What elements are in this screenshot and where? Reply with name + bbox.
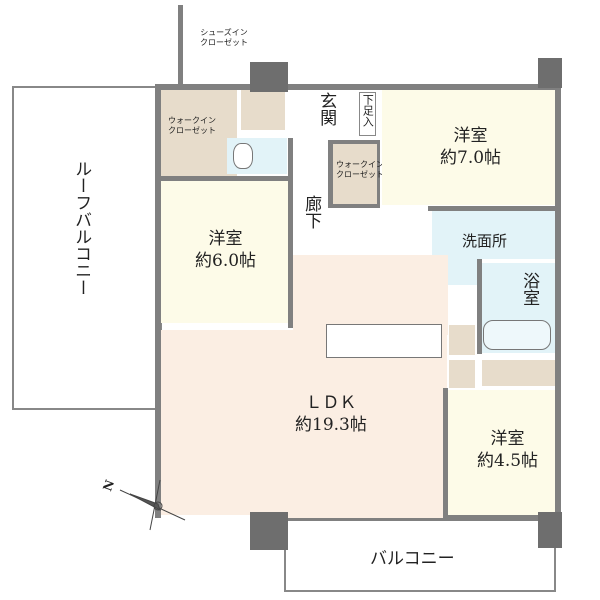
washroom — [432, 211, 555, 259]
entrance-label: 玄関 — [316, 92, 337, 126]
entrance — [290, 92, 355, 136]
closet-4-5 — [482, 360, 555, 386]
western-room-7 — [382, 90, 555, 205]
wic-left-label: ウォークインクローゼット — [168, 116, 216, 136]
western-room-6 — [161, 181, 288, 323]
shoe-closet-label: シューズインクローゼット — [200, 28, 248, 48]
compass-icon — [119, 479, 186, 531]
roof-balcony — [12, 86, 162, 410]
wic-center-label: ウォークインクローゼット — [336, 160, 384, 180]
shoe-in-closet — [241, 90, 285, 130]
western-room-7-label: 洋室約7.0帖 — [440, 126, 502, 169]
roof-balcony-label: ルーフバルコニー — [71, 160, 92, 296]
washroom-label: 洗面所 — [462, 232, 508, 250]
shoe-cabinet — [359, 92, 376, 136]
kitchen-counter — [326, 324, 442, 358]
toilet-icon — [233, 143, 253, 169]
balcony-label: バルコニー — [370, 549, 455, 569]
bathtub-icon — [483, 320, 551, 350]
western-room-4-5 — [448, 390, 555, 515]
western-room-4-5-label: 洋室約4.5帖 — [477, 429, 539, 472]
ldk-upper — [293, 255, 448, 335]
shoe-cabinet-label: 下足入 — [361, 94, 375, 127]
walk-in-closet-center — [333, 144, 377, 204]
hallway-label: 廊下 — [301, 195, 322, 229]
walk-in-closet-left — [161, 90, 237, 178]
bathroom-label: 浴室 — [519, 272, 540, 306]
balcony — [284, 518, 556, 592]
partition-wall — [178, 5, 183, 85]
western-room-6-label: 洋室約6.0帖 — [195, 229, 257, 272]
